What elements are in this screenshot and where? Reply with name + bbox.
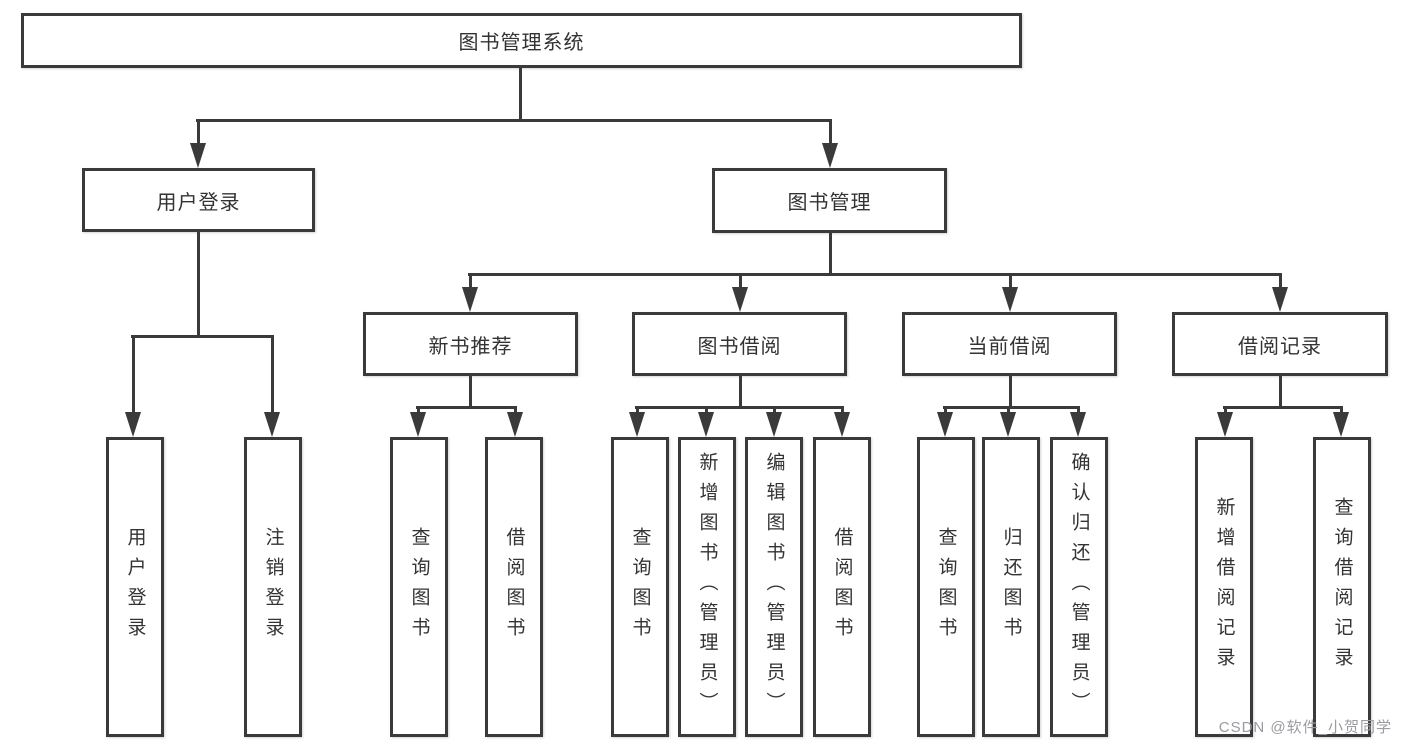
arrow-down-icon (834, 412, 850, 437)
arrow-down-icon (190, 143, 206, 168)
arrow-down-icon (732, 287, 748, 312)
node-label: 当前借阅 (967, 335, 1052, 358)
arrow-down-icon (1002, 287, 1018, 312)
node-label: 查询图书 (408, 527, 430, 647)
arrow-down-icon (410, 412, 426, 437)
arrow-down-icon (264, 412, 280, 437)
node-label: 图书管理 (787, 192, 872, 214)
connector-records-bar (1223, 406, 1343, 409)
node-user-login-action: 用户登录 (106, 437, 164, 737)
connector-stem (944, 406, 947, 415)
node-label: 用户登录 (156, 191, 241, 214)
connector-stem (841, 406, 844, 415)
node-book-management: 图书管理 (712, 168, 947, 233)
arrow-down-icon (1333, 412, 1349, 437)
connector-stem (1077, 406, 1080, 415)
node-label: 查询借阅记录 (1331, 497, 1353, 677)
node-return-book: 归还图书 (982, 437, 1040, 737)
connector-stem (1007, 406, 1010, 415)
node-label: 新增图书（管理员） (696, 452, 718, 722)
node-label: 查询图书 (629, 527, 651, 647)
arrow-down-icon (1070, 412, 1086, 437)
node-edit-book-admin: 编辑图书（管理员） (745, 437, 803, 737)
node-query-book: 查询图书 (390, 437, 448, 737)
node-label: 注销登录 (262, 527, 284, 647)
connector-stem (514, 406, 517, 415)
node-new-book-recommend: 新书推荐 (363, 312, 578, 376)
node-label: 确认归还（管理员） (1068, 452, 1090, 722)
connector-stem (829, 120, 832, 146)
node-label: 新增借阅记录 (1213, 497, 1235, 677)
connector-stem (1340, 406, 1343, 415)
connector-stem (417, 406, 420, 415)
arrow-down-icon (125, 412, 141, 437)
node-query-book: 查询图书 (611, 437, 669, 737)
node-label: 编辑图书（管理员） (763, 452, 785, 722)
node-label: 用户登录 (124, 527, 146, 647)
node-label: 图书管理系统 (458, 32, 585, 54)
node-borrow-book: 借阅图书 (813, 437, 871, 737)
node-query-borrow-record: 查询借阅记录 (1313, 437, 1371, 737)
node-borrow-book: 借阅图书 (485, 437, 543, 737)
connector-stem (739, 273, 742, 290)
node-borrowing-records: 借阅记录 (1172, 312, 1388, 376)
node-user-login: 用户登录 (82, 168, 315, 232)
connector-current-stem (1009, 376, 1012, 409)
connector-stem (271, 335, 274, 415)
connector-stem (636, 406, 639, 415)
connector-stem (705, 406, 708, 415)
connector-level1-bar (196, 119, 832, 122)
connector-login-stem (197, 232, 200, 338)
connector-recommend-stem (469, 376, 472, 409)
node-label: 借阅图书 (503, 527, 525, 647)
arrow-down-icon (629, 412, 645, 437)
connector-stem (469, 273, 472, 290)
connector-records-stem (1279, 376, 1282, 409)
connector-level2-bar (468, 273, 1282, 276)
arrow-down-icon (507, 412, 523, 437)
connector-stem (1009, 273, 1012, 290)
arrow-down-icon (698, 412, 714, 437)
node-book-borrowing: 图书借阅 (632, 312, 847, 376)
connector-stem (1279, 273, 1282, 290)
arrow-down-icon (462, 287, 478, 312)
node-add-book-admin: 新增图书（管理员） (678, 437, 736, 737)
connector-root-stem (519, 68, 522, 122)
node-current-borrowing: 当前借阅 (902, 312, 1117, 376)
node-confirm-return-admin: 确认归还（管理员） (1050, 437, 1108, 737)
connector-login-bar (131, 335, 274, 338)
node-label: 查询图书 (935, 527, 957, 647)
connector-stem (1224, 406, 1227, 415)
arrow-down-icon (1272, 287, 1288, 312)
node-label: 新书推荐 (428, 335, 513, 358)
node-label: 借阅记录 (1238, 335, 1322, 358)
node-label: 归还图书 (1000, 527, 1022, 647)
connector-stem (773, 406, 776, 415)
connector-borrow-bar (635, 406, 844, 409)
connector-stem (132, 335, 135, 415)
connector-recommend-bar (416, 406, 517, 409)
node-query-book: 查询图书 (917, 437, 975, 737)
node-library-management-system: 图书管理系统 (21, 13, 1022, 68)
csdn-watermark: CSDN @软件_小贺同学 (1218, 719, 1392, 736)
arrow-down-icon (1000, 412, 1016, 437)
node-add-borrow-record: 新增借阅记录 (1195, 437, 1253, 737)
arrow-down-icon (937, 412, 953, 437)
arrow-down-icon (822, 143, 838, 168)
arrow-down-icon (766, 412, 782, 437)
node-label: 借阅图书 (831, 527, 853, 647)
connector-manage-stem (829, 233, 832, 276)
connector-current-bar (943, 406, 1080, 409)
connector-borrow-stem (739, 376, 742, 409)
node-logout-action: 注销登录 (244, 437, 302, 737)
arrow-down-icon (1217, 412, 1233, 437)
connector-stem (197, 120, 200, 146)
node-label: 图书借阅 (697, 335, 782, 358)
